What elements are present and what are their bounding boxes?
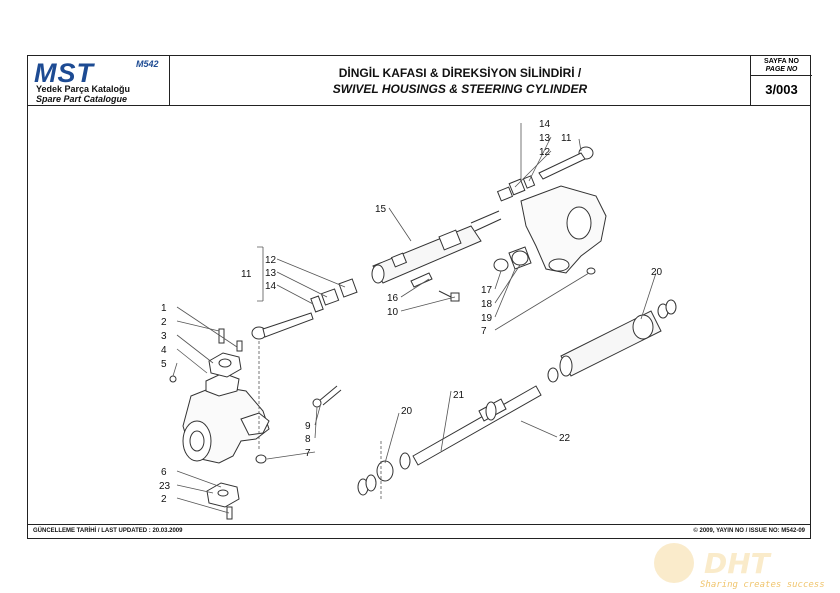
watermark-logo: DHT <box>654 543 772 583</box>
callout-8: 8 <box>305 434 311 445</box>
right-tie-rod-end <box>496 146 594 202</box>
callout-10: 10 <box>387 307 399 318</box>
callout-7-left: 7 <box>305 448 311 459</box>
callout-22: 22 <box>559 433 571 444</box>
right-swivel-housing <box>520 185 607 274</box>
nut-right <box>586 267 596 275</box>
grease-nipple <box>169 375 177 383</box>
lower-kingpin-cap <box>206 482 240 520</box>
callout-12-right: 12 <box>539 147 551 158</box>
callout-20-left: 20 <box>401 406 413 417</box>
page-title-en: SWIVEL HOUSINGS & STEERING CYLINDER <box>332 82 588 96</box>
callout-19: 19 <box>481 313 493 324</box>
pin-assembly <box>410 272 460 302</box>
issue-number: © 2009, YAYIN NO / ISSUE NO: M542-09 <box>693 528 805 534</box>
steering-cylinder-assembly <box>371 210 502 284</box>
callout-5: 5 <box>161 359 167 370</box>
callout-16: 16 <box>387 293 399 304</box>
watermark-tagline: Sharing creates success <box>700 580 825 590</box>
callout-13-left: 13 <box>265 268 277 279</box>
catalogue-sheet: MST M542 Yedek Parça Kataloğu Spare Part… <box>27 55 812 539</box>
callout-13-right: 13 <box>539 133 551 144</box>
callout-labels: 1 2 3 4 5 6 23 2 9 8 7 11 12 13 14 15 16… <box>159 119 663 505</box>
page-title-block: DİNGİL KAFASI & DİREKSİYON SİLİNDİRİ / S… <box>170 56 750 105</box>
upper-kingpin-cap <box>208 328 243 378</box>
callout-14-right: 14 <box>539 119 551 130</box>
callout-6: 6 <box>161 467 167 478</box>
callout-14-left: 14 <box>265 281 277 292</box>
callout-12-left: 12 <box>265 255 277 266</box>
page-number-block: SAYFA NO PAGE NO 3/003 <box>750 56 812 105</box>
callout-9: 9 <box>305 421 311 432</box>
callout-20-right: 20 <box>651 267 663 278</box>
callout-7-right: 7 <box>481 326 487 337</box>
cylinder-exploded-parts <box>357 299 677 496</box>
catalogue-title-tr: Yedek Parça Kataloğu <box>36 84 131 94</box>
callout-2: 2 <box>161 317 167 328</box>
left-tie-rod-end <box>251 278 358 340</box>
page-label-en: PAGE NO <box>765 66 798 73</box>
callout-3: 3 <box>161 331 167 342</box>
callout-17: 17 <box>481 285 493 296</box>
leader-lines <box>172 123 657 514</box>
callout-18: 18 <box>481 299 493 310</box>
steering-bolt-left <box>312 385 342 408</box>
page-divider <box>751 75 812 76</box>
watermark-brand: DHT <box>704 547 772 580</box>
exploded-parts-drawing: 1 2 3 4 5 6 23 2 9 8 7 11 12 13 14 15 16… <box>159 119 677 520</box>
brand-logo: MST <box>34 58 94 88</box>
catalogue-title-en: Spare Part Catalogue <box>36 94 128 104</box>
callout-2-lower: 2 <box>161 494 167 505</box>
header-divider <box>28 105 810 106</box>
callout-15: 15 <box>375 204 387 215</box>
page-number: 3/003 <box>765 82 798 97</box>
bushing-set <box>493 246 532 272</box>
left-swivel-housing <box>182 372 270 464</box>
last-updated: GÜNCELLEME TARİHİ / LAST UPDATED : 20.03… <box>33 528 183 534</box>
page-label-tr: SAYFA NO <box>764 58 799 65</box>
nut-left <box>255 454 267 464</box>
model-code: M542 <box>136 59 159 69</box>
callout-23: 23 <box>159 481 171 492</box>
callout-1: 1 <box>161 303 167 314</box>
footer-divider <box>28 524 810 525</box>
page-title-tr: DİNGİL KAFASI & DİREKSİYON SİLİNDİRİ / <box>338 66 582 80</box>
callout-11-left: 11 <box>241 269 252 280</box>
callout-4: 4 <box>161 345 167 356</box>
logo-block: MST M542 Yedek Parça Kataloğu Spare Part… <box>28 56 170 105</box>
callout-11-right: 11 <box>561 133 572 144</box>
callout-21: 21 <box>453 390 465 401</box>
